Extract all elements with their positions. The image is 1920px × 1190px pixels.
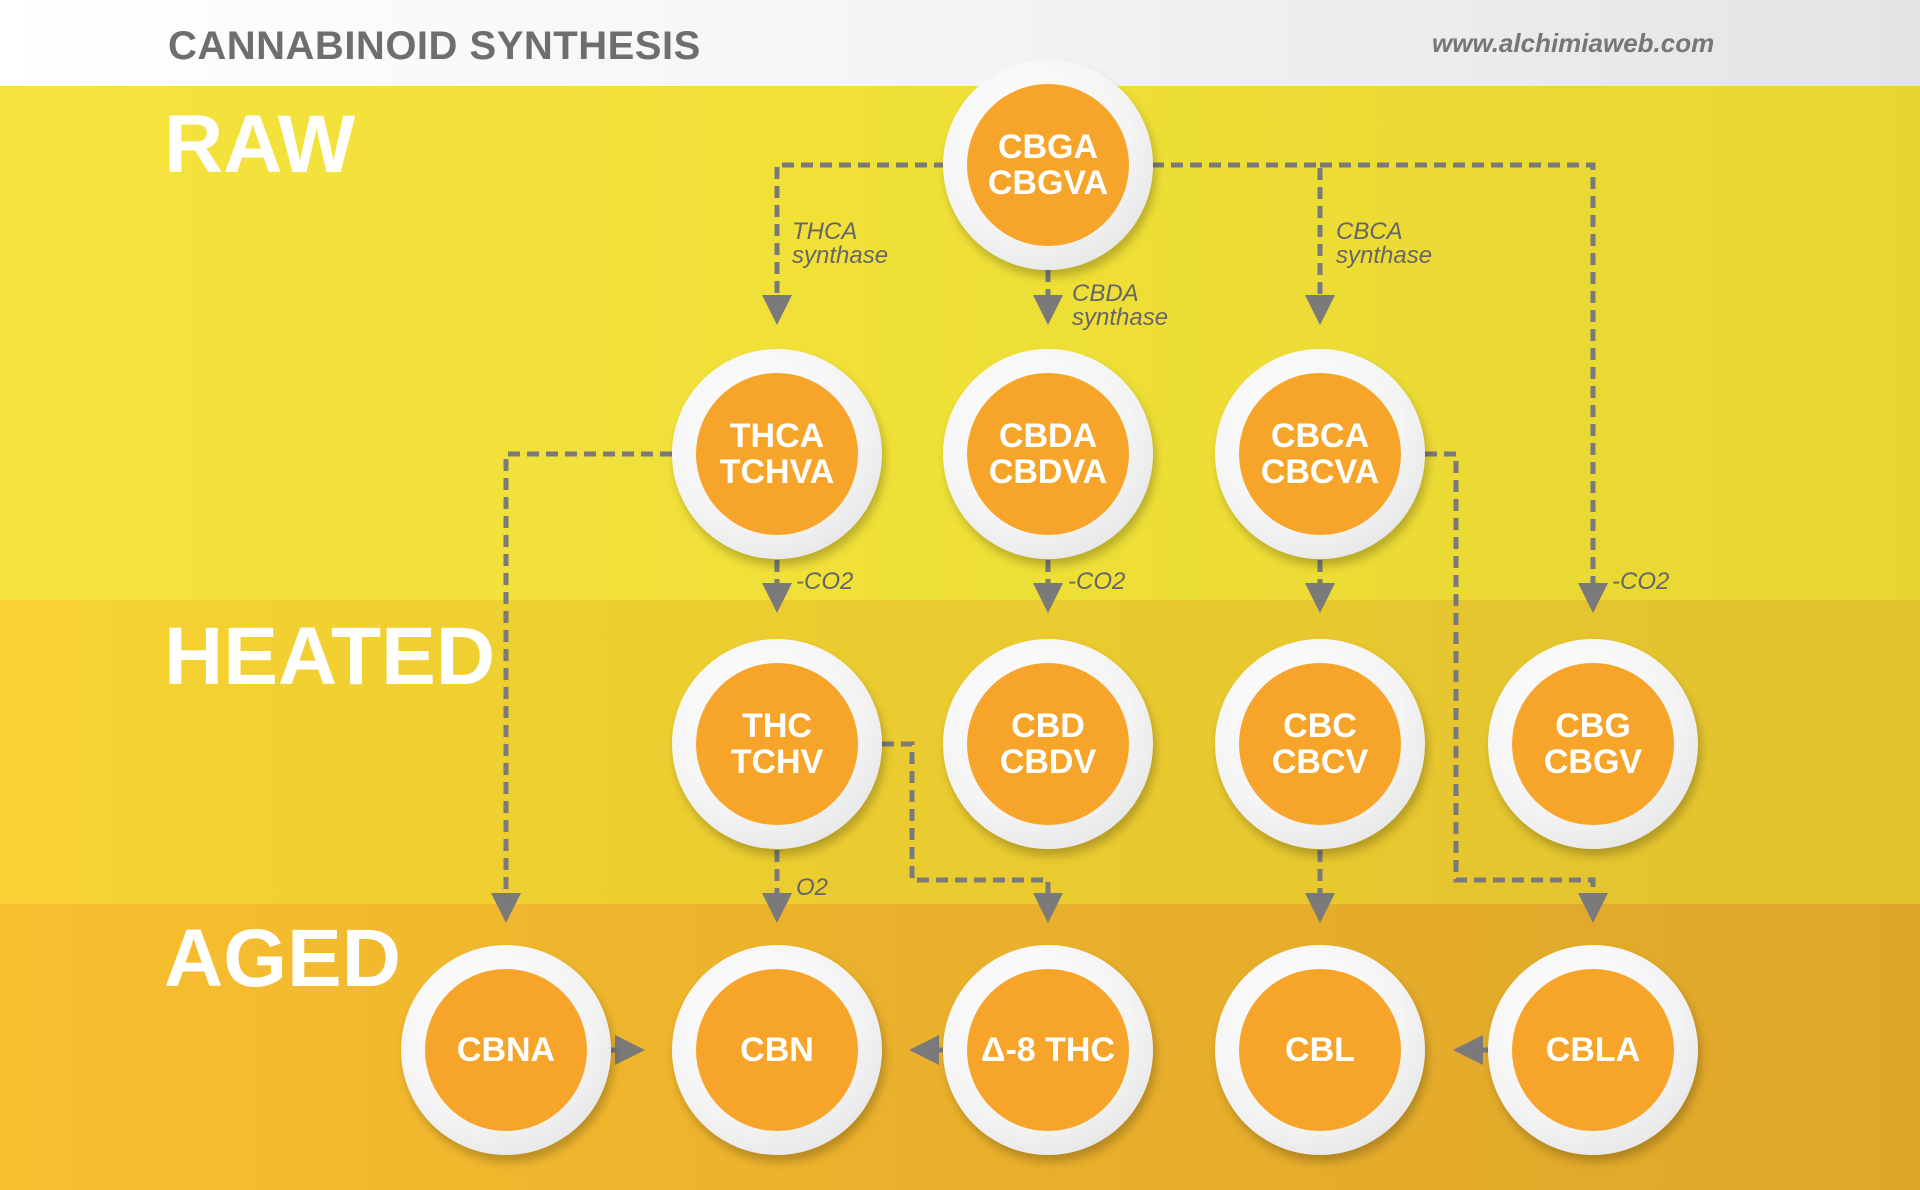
label-co2-cbd: -CO2: [1068, 568, 1126, 595]
edge-cbga-cbca: [1152, 162, 1335, 325]
node-thca-line2: TCHVA: [719, 453, 835, 491]
band-label-raw: RAW: [164, 99, 356, 190]
node-cbl-line1: CBL: [1285, 1031, 1355, 1069]
node-cbga-line2: CBGVA: [987, 164, 1109, 202]
label-thca-synthase: THCA synthase: [792, 218, 889, 269]
edge-cbca-cbla: [1425, 451, 1608, 923]
node-cbna: CBNA: [401, 945, 611, 1155]
node-thca-line1: THCA: [729, 417, 825, 455]
label-cbda-synthase: CBDA synthase: [1072, 280, 1169, 331]
node-d8thc: Δ-8 THC: [943, 945, 1153, 1155]
node-cbg-line2: CBGV: [1543, 743, 1643, 781]
edge-cbga-cbg: [1320, 162, 1608, 613]
edge-cbga-thca: [762, 162, 946, 325]
node-cbd-line1: CBD: [1011, 707, 1085, 745]
label-co2-thc: -CO2: [796, 568, 854, 595]
node-cbla: CBLA: [1488, 945, 1698, 1155]
node-cbda-line2: CBDVA: [988, 453, 1108, 491]
node-cbn: CBN: [672, 945, 882, 1155]
page-title: CANNABINOID SYNTHESIS: [168, 24, 701, 68]
node-thc-line1: THC: [742, 707, 812, 745]
node-cbg-line1: CBG: [1555, 707, 1631, 745]
node-cbd-line2: CBDV: [999, 743, 1097, 781]
node-cbga-line1: CBGA: [997, 128, 1099, 166]
node-cbc-line2: CBCV: [1271, 743, 1369, 781]
node-cbda-line1: CBDA: [998, 417, 1098, 455]
node-cbn-line1: CBN: [740, 1031, 814, 1069]
node-cbla-line1: CBLA: [1545, 1031, 1641, 1069]
node-cbca-line1: CBCA: [1270, 417, 1370, 455]
edge-thca-cbna: [491, 451, 672, 923]
node-cbca-line2: CBCVA: [1260, 453, 1380, 491]
label-cbca-synthase: CBCA synthase: [1336, 218, 1433, 269]
node-cbl: CBL: [1215, 945, 1425, 1155]
header-bar: CANNABINOID SYNTHESIS www.alchimiaweb.co…: [0, 0, 1920, 86]
band-label-heated: HEATED: [164, 611, 496, 702]
edge-thc-d8thc: [882, 741, 1063, 923]
label-co2-cbg: -CO2: [1612, 568, 1670, 595]
node-d8thc-line1: Δ-8 THC: [981, 1031, 1115, 1069]
node-thc-line2: TCHV: [730, 743, 824, 781]
source-url: www.alchimiaweb.com: [1432, 28, 1715, 58]
node-cbna-line1: CBNA: [456, 1031, 556, 1069]
node-cbc-line1: CBC: [1283, 707, 1357, 745]
label-o2-cbn: O2: [796, 874, 829, 901]
band-label-aged: AGED: [164, 913, 401, 1004]
